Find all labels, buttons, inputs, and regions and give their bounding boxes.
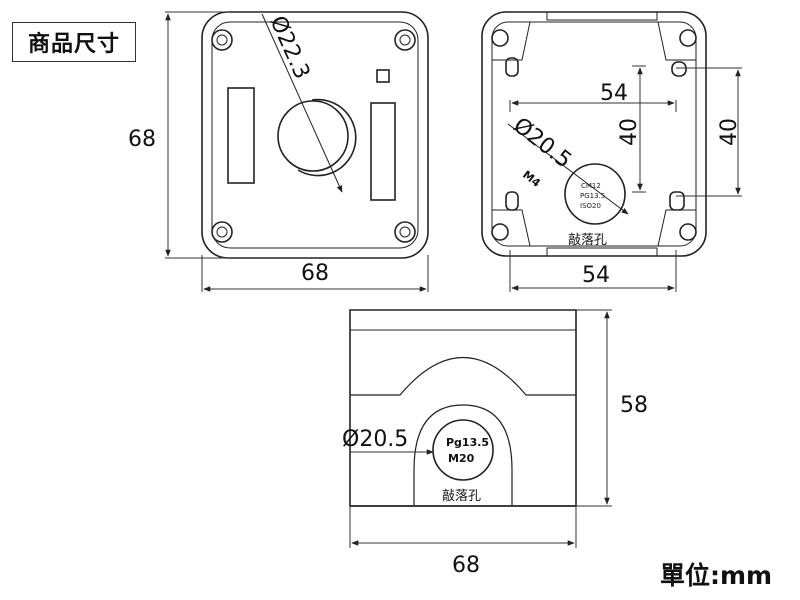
unit-label: 單位:mm [660, 561, 773, 590]
side-arch-inner [413, 404, 513, 506]
side-thread-line1: Pg13.5 [446, 436, 489, 449]
back-slot-top-right [671, 61, 687, 77]
front-hole-diameter-label: Ø22.3 [265, 12, 315, 83]
back-slot-top-left [505, 57, 519, 77]
back-slot-bottom-left [505, 191, 519, 211]
back-thread-label: M4 [520, 168, 543, 190]
back-knockout-size-3: ISO20 [580, 202, 601, 210]
back-height-label: 40 [717, 118, 742, 146]
front-central-hole [297, 98, 357, 177]
title-box: 商品尺寸 [12, 22, 136, 62]
front-slot-left [227, 87, 255, 184]
front-central-hole-circle [277, 100, 349, 172]
back-bottom-notch [546, 247, 658, 257]
side-view [349, 309, 577, 507]
side-housing [349, 309, 577, 507]
back-knockout-size-2: PG13.5 [580, 192, 605, 200]
side-arch-top [350, 356, 576, 396]
side-knockout-label: 敲落孔 [442, 488, 481, 504]
screw-hole-bottom-left [211, 221, 233, 243]
back-width-label: 54 [582, 263, 610, 288]
back-knockout-diameter-label: Ø20.5 [508, 113, 576, 174]
front-view [201, 11, 429, 259]
page-title: 商品尺寸 [27, 32, 120, 57]
side-knockout-diameter-label: Ø20.5 [342, 427, 408, 452]
back-knockout-circle [564, 163, 626, 225]
side-width-label: 68 [452, 553, 480, 578]
front-small-square [376, 69, 390, 83]
front-width-label: 68 [301, 261, 329, 286]
side-thread-line2: M20 [448, 452, 475, 465]
screw-hole-top-right [394, 29, 416, 51]
front-inner-rim [211, 21, 419, 249]
screw-hole-bottom-right [394, 221, 416, 243]
front-outer-housing [201, 11, 429, 259]
back-top-notch [546, 11, 658, 21]
back-view [481, 11, 707, 257]
back-inner-height-label: 40 [617, 118, 642, 146]
screw-hole-top-left [211, 29, 233, 51]
front-slot-right [370, 102, 396, 201]
front-height-label: 68 [128, 127, 156, 152]
back-knockout-size-1: CM12 [581, 182, 601, 190]
side-knockout-circle [432, 419, 494, 481]
back-knockout-label: 敲落孔 [568, 232, 607, 248]
back-inner-width-label: 54 [600, 81, 628, 106]
back-slot-bottom-right [669, 191, 685, 211]
side-height-label: 58 [620, 393, 648, 418]
